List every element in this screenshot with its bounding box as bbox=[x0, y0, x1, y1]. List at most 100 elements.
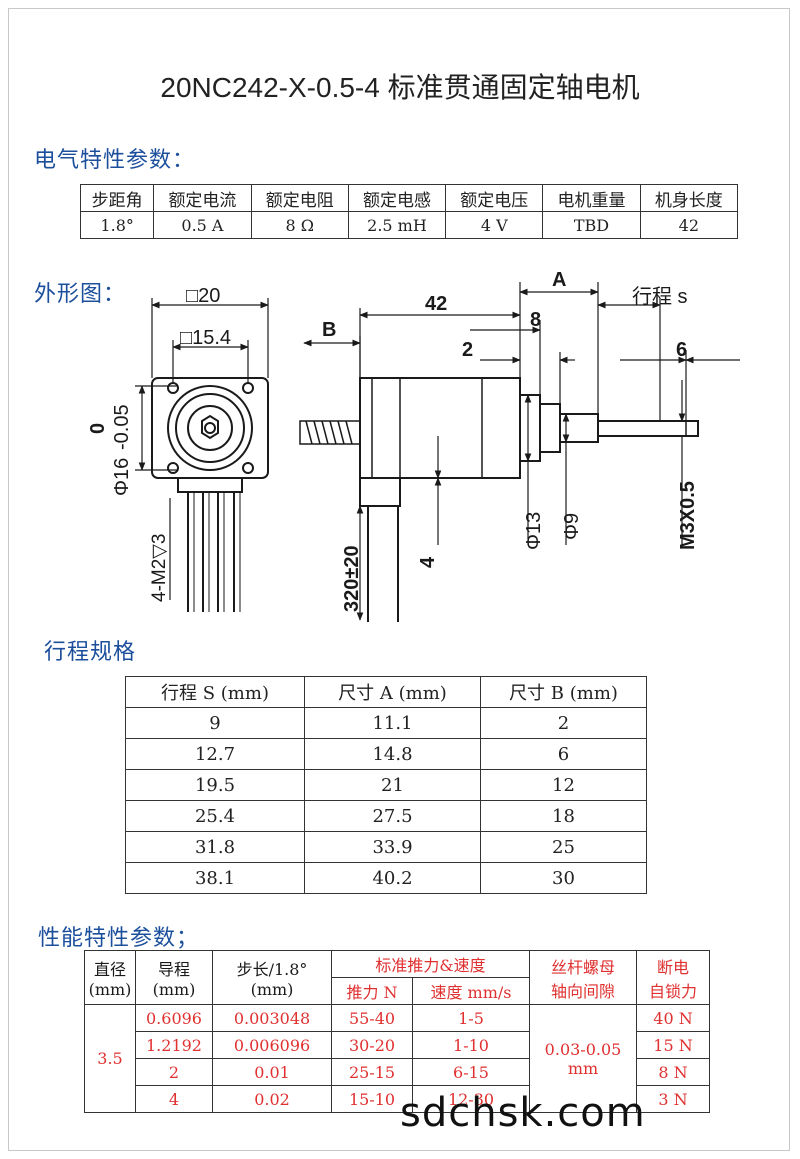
thrust-cell: 30-20 bbox=[331, 1031, 413, 1059]
dim-stroke-label: 行程 s bbox=[632, 285, 688, 308]
header-speed: 速度 mm/s bbox=[412, 977, 530, 1005]
step-cell: 0.003048 bbox=[212, 1004, 332, 1032]
stroke-cell: 12.7 bbox=[125, 738, 305, 770]
page-frame bbox=[8, 8, 790, 1151]
dim-a-cell: 40.2 bbox=[304, 862, 481, 894]
header-diameter-unit: (mm) bbox=[88, 980, 132, 999]
table-row: 3.5 0.6096 0.003048 55-40 1-5 0.03-0.05 … bbox=[84, 1004, 710, 1113]
side-view bbox=[299, 377, 699, 622]
rear-screw bbox=[299, 420, 361, 445]
dim-a-cell: 27.5 bbox=[304, 800, 481, 832]
backlash-cell: 0.03-0.05 mm bbox=[529, 1004, 637, 1113]
dim-b-cell: 25 bbox=[480, 831, 647, 863]
backlash-value: 0.03-0.05 bbox=[544, 1039, 622, 1059]
stroke-cell: 25.4 bbox=[125, 800, 305, 832]
table-row: 19.5 21 12 bbox=[125, 769, 647, 801]
header-body-length: 机身长度 bbox=[639, 184, 739, 212]
stroke-header-row: 行程 S (mm) 尺寸 A (mm) 尺寸 B (mm) bbox=[125, 676, 647, 708]
header-thrust: 推力 N bbox=[331, 977, 413, 1005]
header-rated-current: 额定电流 bbox=[153, 184, 252, 212]
header-dim-a: 尺寸 A (mm) bbox=[304, 676, 481, 708]
value-body-length: 42 bbox=[639, 211, 739, 239]
front-boss-ring bbox=[187, 405, 233, 451]
header-stroke: 行程 S (mm) bbox=[125, 676, 305, 708]
lead-cell: 2 bbox=[135, 1058, 213, 1086]
header-step-angle: 步距角 bbox=[79, 184, 155, 212]
front-boss-side bbox=[519, 394, 541, 462]
header-rated-inductance: 额定电感 bbox=[347, 184, 447, 212]
dim-screws-label: 4-M2▽3 bbox=[149, 534, 170, 602]
perf-header-row-2: 推力 N 速度 mm/s bbox=[85, 977, 710, 1005]
header-backlash-label2: 轴向间隙 bbox=[550, 981, 615, 1001]
front-hex-nut bbox=[201, 414, 219, 440]
speed-cell: 1-10 bbox=[412, 1031, 530, 1059]
electrical-header-row: 步距角 额定电流 额定电阻 额定电感 额定电压 电机重量 机身长度 bbox=[79, 184, 739, 212]
dim-phi9-label: Φ9 bbox=[561, 513, 583, 540]
header-rated-voltage: 额定电压 bbox=[445, 184, 544, 212]
value-rated-resistance: 8 Ω bbox=[250, 211, 349, 239]
stroke-cell: 19.5 bbox=[125, 769, 305, 801]
dim-tol-0-label: 0 bbox=[87, 423, 109, 434]
value-motor-weight: TBD bbox=[542, 211, 641, 239]
screw-hole-icon bbox=[167, 382, 179, 394]
value-step-angle: 1.8° bbox=[79, 211, 155, 239]
electrical-value-row: 1.8° 0.5 A 8 Ω 2.5 mH 4 V TBD 42 bbox=[79, 211, 739, 239]
speed-cell: 12-30 bbox=[412, 1085, 530, 1113]
header-step: 步长/1.8° (mm) bbox=[212, 950, 332, 1005]
header-lock: 断电 自锁力 bbox=[636, 950, 710, 1005]
dim-A-label: A bbox=[552, 269, 566, 291]
watermark: sdchsk.com bbox=[400, 1090, 646, 1136]
lead-cell: 1.2192 bbox=[135, 1031, 213, 1059]
outline-drawing: □20 □15.4 0 -0.05 Φ16 4-M2▽3 bbox=[87, 269, 740, 622]
step-cell: 0.006096 bbox=[212, 1031, 332, 1059]
front-dimensions bbox=[135, 298, 269, 600]
lock-cell: 8 N bbox=[636, 1058, 710, 1086]
dim-a-cell: 33.9 bbox=[304, 831, 481, 863]
dim-phi13-label: Φ13 bbox=[523, 512, 545, 550]
front-connector bbox=[177, 477, 243, 493]
dim-thread-label: M3X0.5 bbox=[677, 481, 699, 550]
dim-tol-neg-label: -0.05 bbox=[111, 404, 133, 450]
front-view bbox=[151, 377, 269, 612]
header-lead-label: 导程 bbox=[157, 960, 190, 979]
dim-b-cell: 6 bbox=[480, 738, 647, 770]
electrical-table: 步距角 额定电流 额定电阻 额定电感 额定电压 电机重量 机身长度 1.8° 0… bbox=[79, 184, 739, 239]
table-row: 31.8 33.9 25 bbox=[125, 831, 647, 863]
stroke-spec-table: 行程 S (mm) 尺寸 A (mm) 尺寸 B (mm) 9 11.1 2 1… bbox=[125, 676, 647, 894]
perf-header-row-1: 直径 (mm) 导程 (mm) 步长/1.8° (mm) 标准推力&速度 丝杆螺… bbox=[84, 950, 710, 1005]
front-boss-outer bbox=[167, 385, 253, 471]
lock-cell: 3 N bbox=[636, 1085, 710, 1113]
thrust-cell: 15-10 bbox=[331, 1085, 413, 1113]
stroke-cell: 31.8 bbox=[125, 831, 305, 863]
header-step-label: 步长/1.8° bbox=[236, 960, 308, 979]
header-lead: 导程 (mm) bbox=[135, 950, 213, 1005]
diameter-cell: 3.5 bbox=[84, 1004, 136, 1113]
lock-cell: 15 N bbox=[636, 1031, 710, 1059]
page-title: 20NC242-X-0.5-4 标准贯通固定轴电机 bbox=[160, 72, 640, 103]
header-thrust-speed: 标准推力&速度 bbox=[331, 950, 530, 978]
dim-42-label: 42 bbox=[425, 293, 447, 315]
front-shaft bbox=[204, 422, 216, 434]
header-lock-label: 断电 bbox=[656, 957, 689, 977]
dim-b-cell: 12 bbox=[480, 769, 647, 801]
performance-heading: 性能特性参数； bbox=[38, 926, 200, 951]
table-row: 9 11.1 2 bbox=[125, 707, 647, 739]
step-cell: 0.02 bbox=[212, 1085, 332, 1113]
header-diameter: 直径 (mm) bbox=[84, 950, 136, 1005]
header-lead-unit: (mm) bbox=[152, 980, 196, 999]
header-diameter-label: 直径 bbox=[93, 960, 126, 979]
screw-hole-icon bbox=[167, 462, 179, 474]
backlash-unit: mm bbox=[567, 1058, 599, 1078]
dim-a-cell: 14.8 bbox=[304, 738, 481, 770]
value-rated-voltage: 4 V bbox=[445, 211, 544, 239]
value-rated-current: 0.5 A bbox=[153, 211, 252, 239]
header-backlash: 丝杆螺母 轴向间隙 bbox=[529, 950, 637, 1005]
stroke-spec-heading: 行程规格 bbox=[44, 640, 137, 665]
table-row: 12.7 14.8 6 bbox=[125, 738, 647, 770]
lead-cell: 4 bbox=[135, 1085, 213, 1113]
outline-heading: 外形图： bbox=[34, 282, 127, 307]
table-row: 2 0.01 25-15 6-15 8 N bbox=[85, 1058, 710, 1086]
value-rated-inductance: 2.5 mH bbox=[347, 211, 447, 239]
header-rated-resistance: 额定电阻 bbox=[250, 184, 349, 212]
dim-15-4-label: □15.4 bbox=[180, 327, 231, 349]
